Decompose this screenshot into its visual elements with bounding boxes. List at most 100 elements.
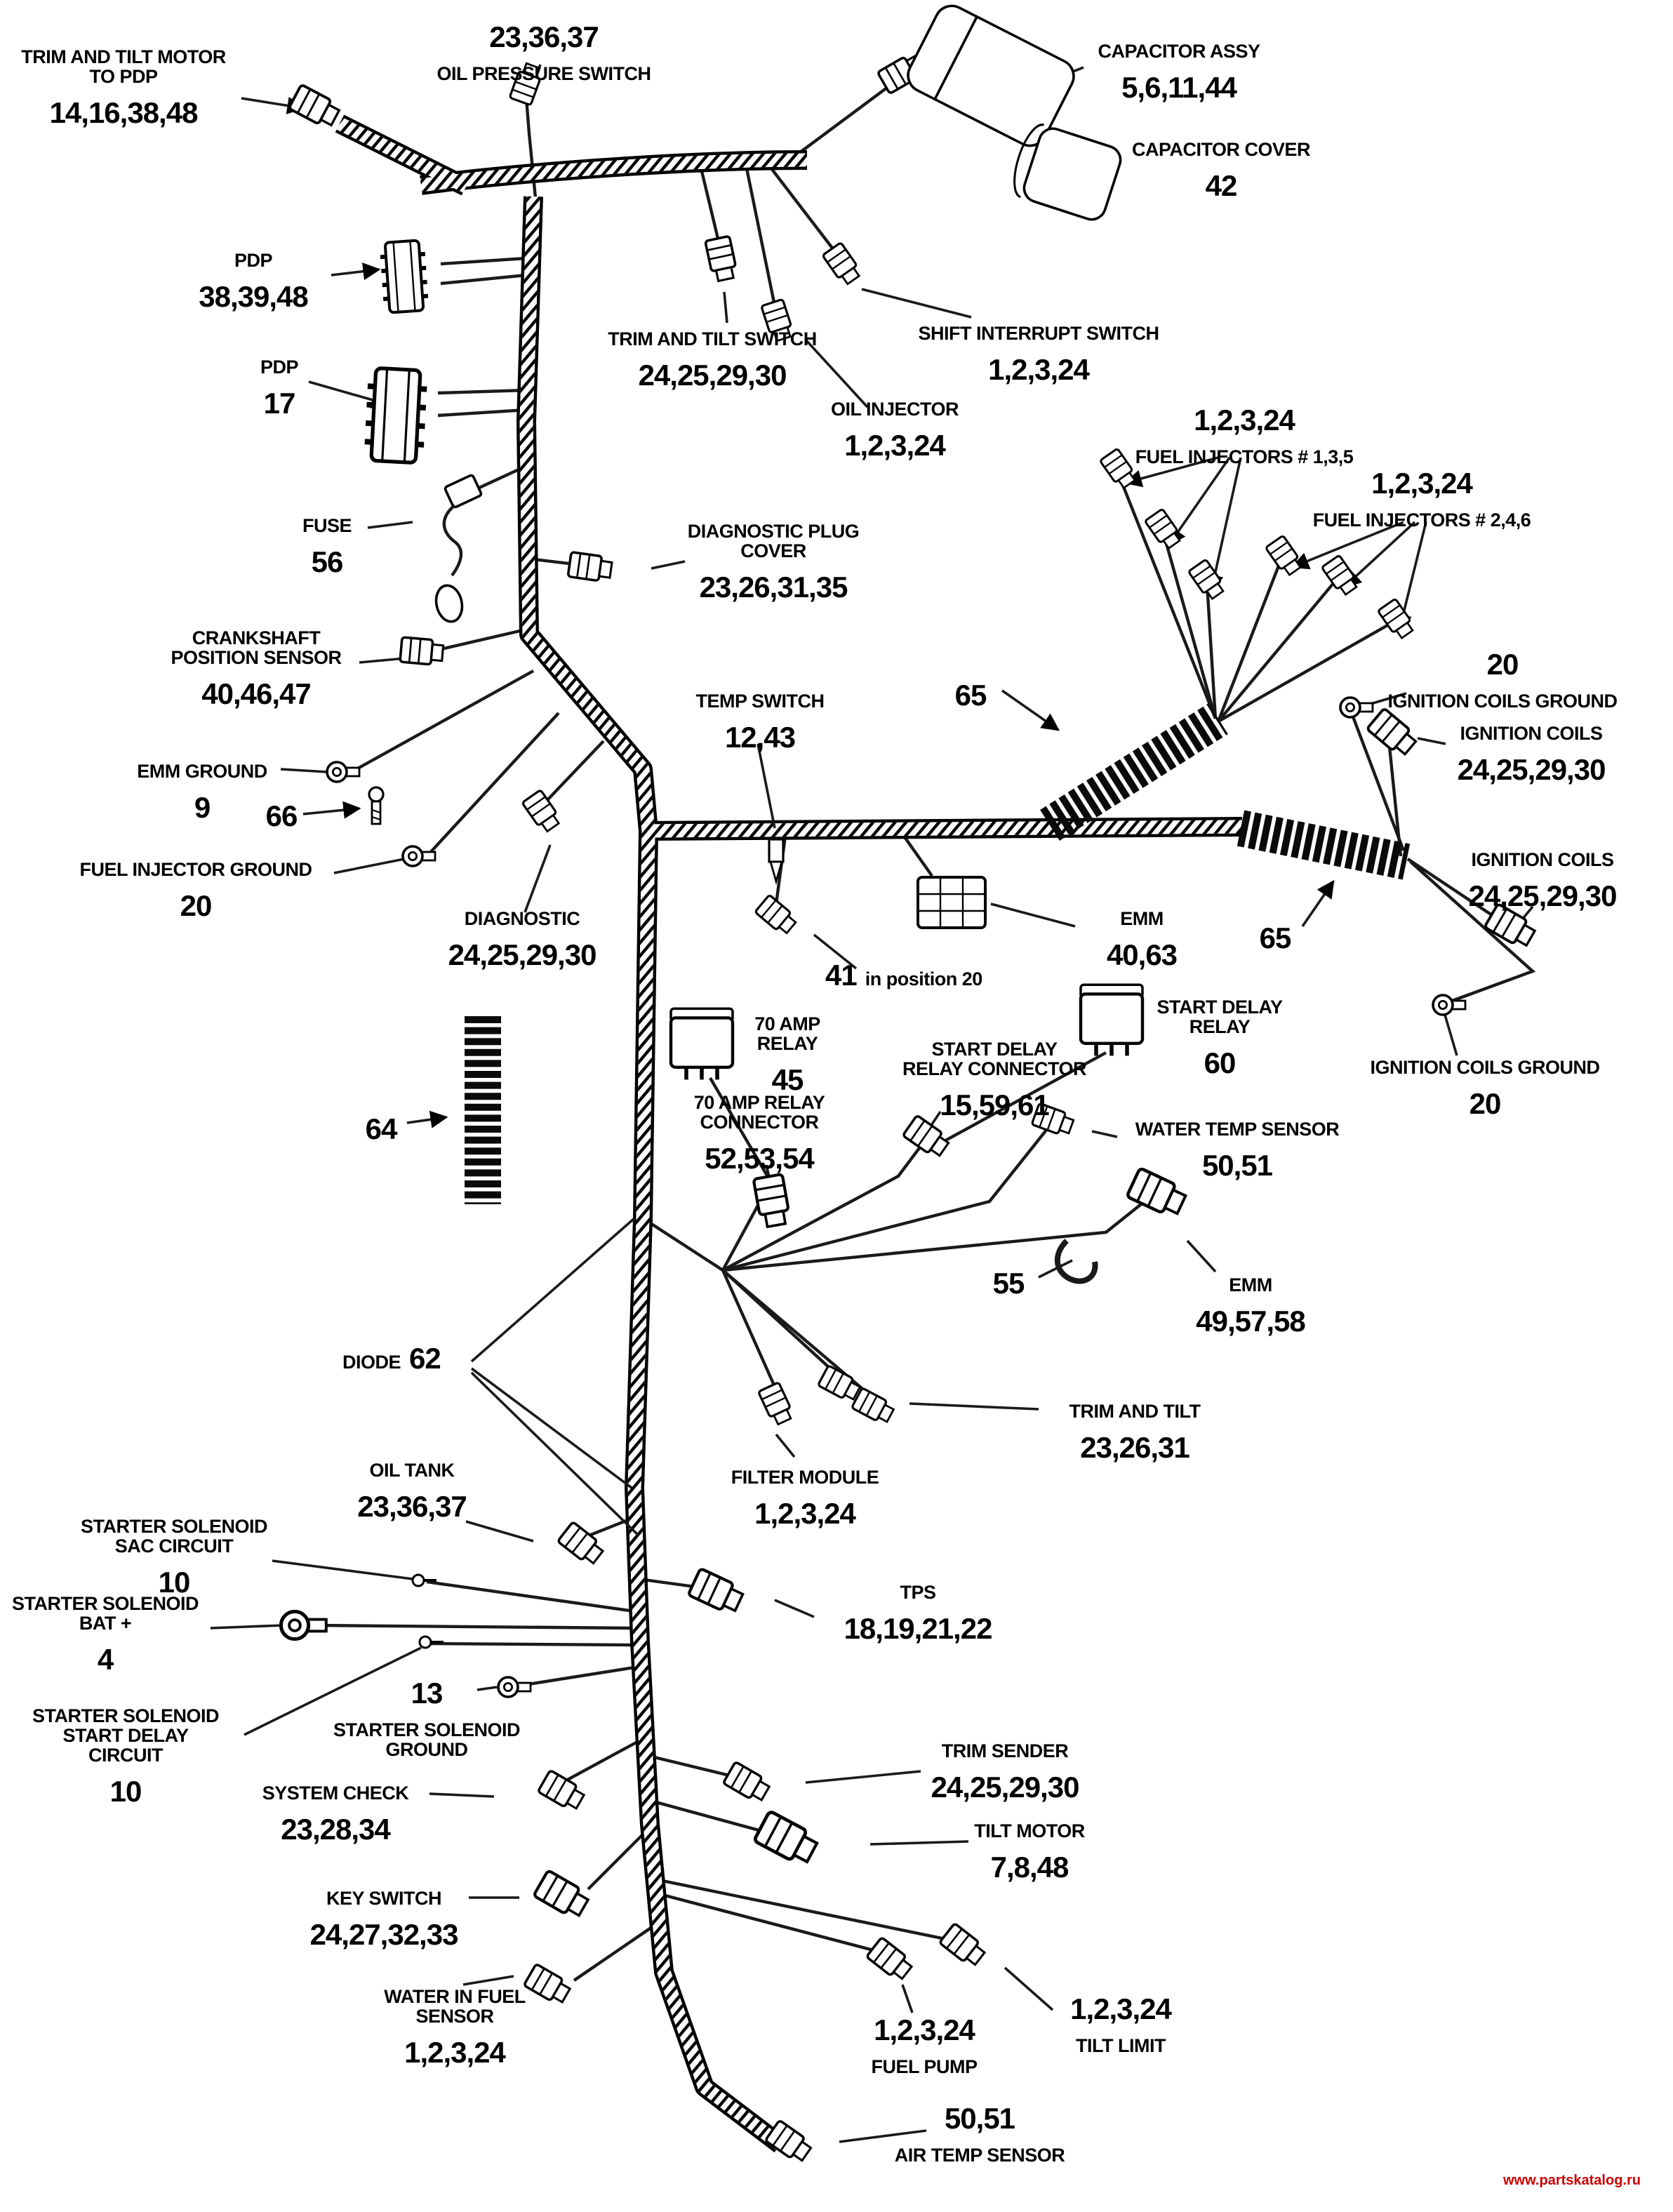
diagnostic-plug-cover-connector	[566, 550, 614, 584]
part-name: FUEL INJECTORS # 1,3,5	[1135, 446, 1354, 467]
crankshaft-sensor-connector	[399, 636, 445, 667]
label-fuel-injectors-246: 1,2,3,24 FUEL INJECTORS # 2,4,6	[1288, 456, 1555, 542]
part-numbers: 24,25,29,30	[1457, 753, 1606, 787]
part-name: START DELAY RELAY CONNECTOR	[902, 1038, 1087, 1079]
pdp-connector-upper	[380, 240, 429, 313]
trim-tilt-connector-b	[850, 1387, 897, 1427]
label-capacitor-assy: CAPACITOR ASSY 5,6,11,44	[1081, 29, 1277, 115]
label-trim-tilt-motor-pdp: TRIM AND TILT MOTOR TO PDP 14,16,38,48	[4, 35, 243, 140]
branch-wires	[314, 80, 1536, 2141]
part-numbers: 66	[265, 799, 298, 832]
fuse-drawing	[434, 474, 483, 623]
part-name: STARTER SOLENOID GROUND	[333, 1719, 521, 1760]
oil-tank-connector	[556, 1520, 607, 1568]
system-check-connector	[536, 1768, 588, 1814]
part-name: FUEL INJECTORS # 2,4,6	[1312, 509, 1531, 531]
label-start-delay-relay: START DELAY RELAY 60	[1135, 985, 1304, 1091]
key-switch-connector	[533, 1870, 591, 1920]
label-tilt-limit: 1,2,3,24 TILT LIMIT	[1040, 1982, 1201, 2067]
battery-ring-terminal	[281, 1611, 326, 1639]
part-name: CRANKSHAFT POSITION SENSOR	[171, 627, 342, 668]
part-numbers: 17	[263, 387, 296, 420]
part-numbers: 24,25,29,30	[638, 359, 787, 392]
label-diagnostic-plug-cover: DIAGNOSTIC PLUG COVER 23,26,31,35	[668, 509, 879, 615]
part-numbers: 7,8,48	[990, 1851, 1069, 1884]
label-pdp-17: PDP 17	[223, 345, 335, 431]
part-numbers: 55	[992, 1266, 1025, 1300]
label-ignition-coils-ground-top: 20 IGNITION COILS GROUND	[1366, 637, 1639, 723]
bolt-66	[368, 786, 385, 825]
part-name: WATER IN FUEL SENSOR	[384, 1985, 526, 2027]
part-name: IGNITION COILS	[1460, 722, 1603, 744]
trim-tilt-connector-a	[816, 1364, 863, 1404]
label-coil-65-right: 65	[1244, 911, 1307, 965]
part-name: TRIM AND TILT	[1069, 1400, 1201, 1422]
part-numbers: 50,51	[944, 2101, 1015, 2135]
label-emm-ground: EMM GROUND 9	[118, 749, 286, 835]
part-name: STARTER SOLENOID START DELAY CIRCUIT	[32, 1705, 220, 1766]
part-numbers: 1,2,3,24	[1194, 403, 1295, 437]
part-name: DIODE	[342, 1352, 401, 1373]
tilt-motor-connector	[754, 1811, 820, 1867]
label-start-delay-relay-connector: START DELAY RELAY CONNECTOR 15,59,61	[886, 1027, 1103, 1133]
part-name: TRIM AND TILT MOTOR TO PDP	[21, 46, 226, 87]
part-name: TRIM SENDER	[941, 1740, 1069, 1761]
trim-tilt-switch-connector	[704, 234, 740, 284]
emm-module	[917, 876, 987, 929]
part-name: EMM	[1229, 1274, 1272, 1295]
label-tps: TPS 18,19,21,22	[813, 1571, 1023, 1656]
part-name: IGNITION COILS GROUND	[1370, 1056, 1601, 1078]
label-diode-62: DIODE 62	[342, 1343, 441, 1374]
coil-65-upper	[1040, 703, 1228, 841]
label-emm-40-63: EMM 40,63	[1075, 897, 1208, 982]
part-numbers: 23,26,31	[1080, 1431, 1190, 1465]
part-numbers: 23,36,37	[357, 1490, 467, 1524]
watermark: www.partskatalog.ru	[1503, 2173, 1641, 2188]
label-position-41: 41 in position 20	[825, 960, 982, 991]
part-name: TRIM AND TILT SWITCH	[608, 328, 817, 349]
part-name: DIAGNOSTIC	[464, 907, 580, 929]
clip-55	[1054, 1239, 1098, 1284]
part-name: PDP	[260, 356, 299, 378]
label-shift-interrupt-switch: SHIFT INTERRUPT SWITCH 1,2,3,24	[898, 312, 1179, 397]
part-name: OIL PRESSURE SWITCH	[436, 62, 651, 84]
part-numbers: 12,43	[724, 721, 796, 754]
part-numbers: 52,53,54	[705, 1142, 815, 1175]
label-relay-70amp-connector: 70 AMP RELAY CONNECTOR 52,53,54	[654, 1081, 865, 1186]
label-diagnostic: DIAGNOSTIC 24,25,29,30	[417, 897, 627, 982]
part-numbers: 65	[954, 678, 987, 712]
part-name: STARTER SOLENOID BAT +	[11, 1592, 199, 1634]
part-numbers: 42	[1205, 169, 1238, 203]
part-name: SYSTEM CHECK	[262, 1782, 409, 1804]
part-name: IGNITION COILS	[1471, 848, 1614, 870]
label-starter-solenoid-sac: STARTER SOLENOID SAC CIRCUIT 10	[69, 1505, 279, 1610]
label-trim-tilt-switch: TRIM AND TILT SWITCH 24,25,29,30	[589, 317, 835, 403]
fuel-pump-connector	[865, 1936, 916, 1984]
label-water-in-fuel-sensor: WATER IN FUEL SENSOR 1,2,3,24	[349, 1975, 560, 2080]
part-name: TEMP SWITCH	[695, 690, 825, 712]
part-numbers: 5,6,11,44	[1121, 71, 1237, 105]
connector-position-41	[754, 893, 800, 938]
part-numbers: 10	[109, 1775, 142, 1808]
part-numbers: 56	[311, 545, 344, 579]
part-name: PDP	[234, 249, 273, 271]
label-crankshaft-position-sensor: CRANKSHAFT POSITION SENSOR 40,46,47	[147, 616, 365, 721]
label-oil-pressure-switch: 23,36,37 OIL PRESSURE SWITCH	[414, 10, 674, 95]
part-numbers: 40,63	[1106, 938, 1178, 972]
diagnostic-connector	[521, 788, 564, 835]
components	[281, 4, 1539, 2166]
part-numbers: 4	[97, 1643, 114, 1677]
label-fuse: FUSE 56	[278, 504, 376, 589]
part-name: EMM	[1120, 907, 1164, 929]
part-numbers: 1,2,3,24	[1371, 466, 1473, 500]
label-ignition-coils-right: IGNITION COILS 24,25,29,30	[1437, 838, 1648, 924]
start-delay-terminal	[418, 1635, 445, 1649]
part-numbers: 1,2,3,24	[1070, 1992, 1172, 2025]
part-name: OIL TANK	[369, 1459, 455, 1481]
fuel-injector-connector-6	[1376, 597, 1418, 642]
part-numbers: 38,39,48	[199, 280, 309, 314]
label-air-temp-sensor: 50,51 AIR TEMP SENSOR	[874, 2091, 1085, 2177]
label-oil-injector: OIL INJECTOR 1,2,3,24	[814, 387, 975, 473]
part-name: IGNITION COILS GROUND	[1387, 690, 1618, 712]
part-numbers: 23,28,34	[281, 1813, 391, 1846]
